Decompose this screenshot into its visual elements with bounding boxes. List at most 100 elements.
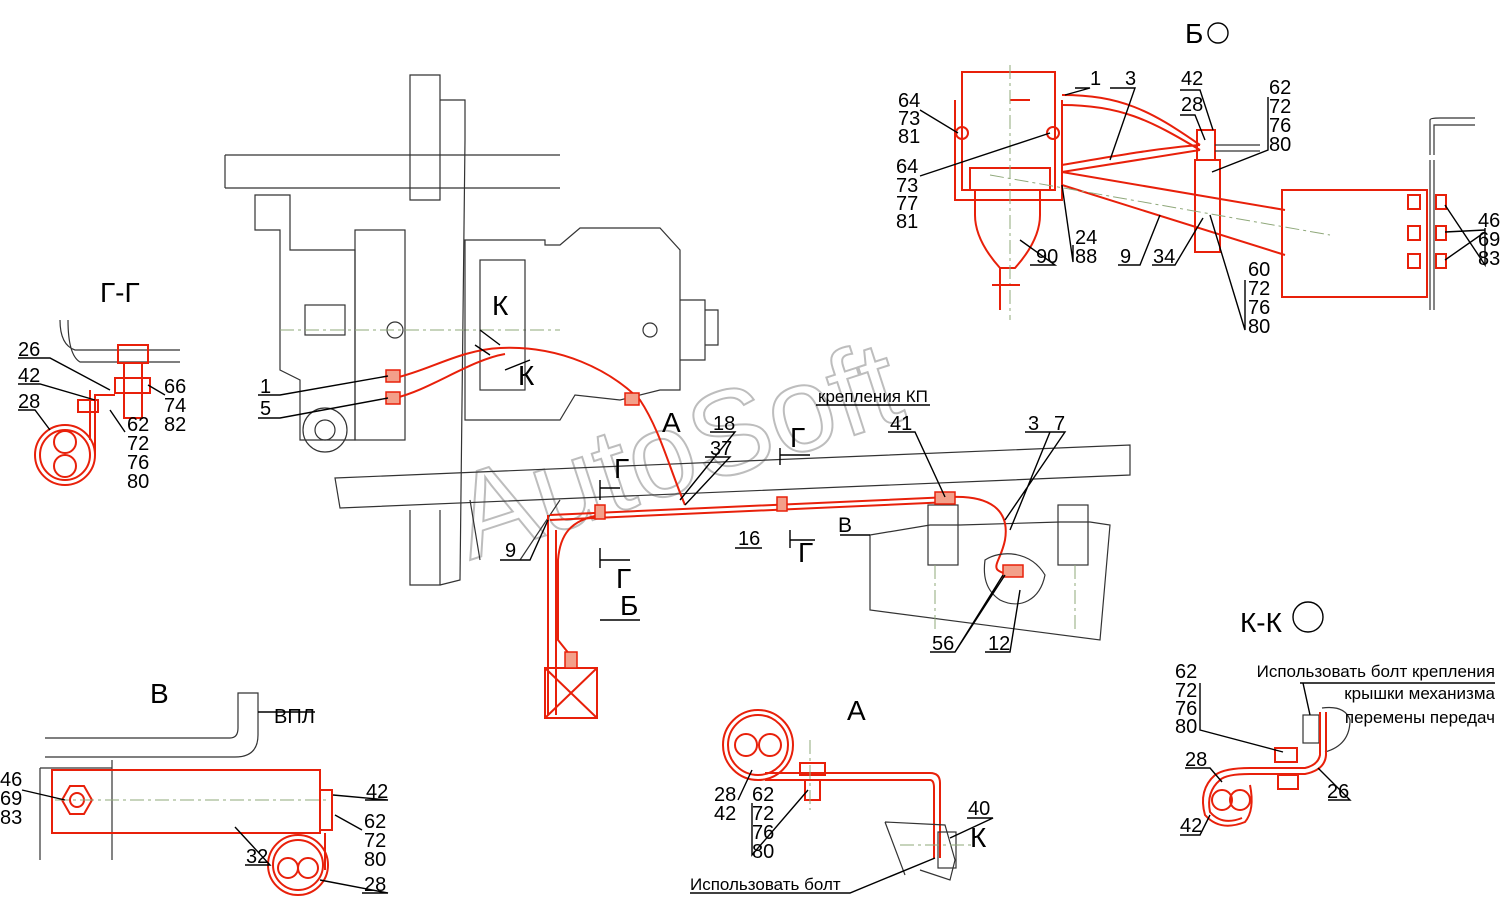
callout-stack-24-88: 24 88	[1075, 227, 1097, 268]
callout-number: 62	[1269, 77, 1291, 99]
callout-number: 66	[164, 376, 186, 398]
callout-stack-64-73-77-81: 64 73 77 81	[896, 156, 918, 233]
vehicle-frame	[224, 74, 1131, 586]
section-mark-g: Г	[790, 422, 805, 453]
callout-number: 62	[127, 414, 149, 436]
callout-number: 82	[164, 414, 186, 436]
callout-stack-62-72-76-80: 62 72 76 80	[752, 784, 774, 863]
label-vpl: ВПЛ	[274, 706, 315, 728]
callout-number: 76	[1248, 297, 1270, 319]
callout-number: 42	[714, 803, 736, 825]
callout-number: 88	[1075, 246, 1097, 268]
label-part-34: 34	[1153, 246, 1175, 268]
main-leaders	[258, 375, 1067, 653]
label-part-28: 28	[1185, 749, 1207, 771]
callout-number: 83	[0, 807, 22, 829]
view-kk-drawing	[1180, 601, 1495, 836]
rear-bracket	[869, 504, 1111, 641]
callout-stack-62-72-80: 62 72 80	[364, 811, 386, 871]
label-part-28: 28	[1181, 94, 1203, 116]
note-line: крышки механизма	[1344, 684, 1495, 703]
view-mark-b: Б	[620, 590, 638, 621]
label-part-5: 5	[260, 398, 271, 420]
view-mark-v: В	[838, 514, 852, 537]
section-mark-k: К	[970, 822, 987, 853]
callout-stack-64-73-81: 64 73 81	[898, 90, 920, 148]
callout-number: 69	[0, 788, 22, 810]
callout-number: 69	[1478, 229, 1500, 251]
callout-stack-60-72-76-80: 60 72 76 80	[1248, 259, 1270, 338]
section-mark-k: К	[518, 360, 535, 391]
section-mark-g: Г	[616, 563, 631, 594]
view-kk-title: К-К	[1240, 607, 1283, 638]
view-v-title: В	[150, 678, 169, 709]
callout-number: 76	[752, 822, 774, 844]
callout-number: 72	[364, 830, 386, 852]
callout-stack-46-69-83: 46 69 83	[0, 769, 22, 829]
view-mark-a: А	[662, 407, 681, 438]
callout-number: 80	[1175, 716, 1197, 738]
label-part-32: 32	[246, 846, 268, 868]
label-part-90: 90	[1036, 246, 1058, 268]
label-part-28: 28	[364, 874, 386, 896]
label-part-16: 16	[738, 528, 760, 550]
label-part-18: 18	[713, 413, 735, 435]
view-b-title: Б	[1185, 18, 1203, 49]
label-part-41: 41	[890, 413, 912, 435]
label-part-9: 9	[505, 540, 516, 562]
callout-number: 46	[1478, 210, 1500, 232]
callout-number: 72	[127, 433, 149, 455]
label-part-26: 26	[18, 339, 40, 361]
view-rotation-circle-icon	[1292, 601, 1324, 633]
callout-stack-28-42: 28 42	[714, 784, 736, 825]
callout-number: 72	[1269, 96, 1291, 118]
callout-stack-66-74-82: 66 74 82	[164, 376, 186, 436]
note-line: Использовать болт крепления	[1257, 662, 1495, 681]
label-part-42: 42	[1180, 815, 1202, 837]
label-part-42: 42	[18, 365, 40, 387]
view-b-drawing: Б	[954, 18, 1475, 320]
callout-number: 73	[898, 108, 920, 130]
label-part-9: 9	[1120, 246, 1131, 268]
label-part-3: 3	[1028, 413, 1039, 435]
callout-number: 80	[1269, 134, 1291, 156]
section-mark-g: Г	[798, 537, 813, 568]
callout-number: 76	[1175, 698, 1197, 720]
callout-number: 72	[1175, 680, 1197, 702]
callout-stack-62-72-76-80: 62 72 76 80	[1175, 661, 1197, 738]
callout-number: 80	[1248, 316, 1270, 338]
note-use-bolt: Использовать болт	[690, 875, 841, 894]
view-b-leaders	[919, 87, 1486, 331]
label-part-56: 56	[932, 633, 954, 655]
callout-number: 76	[127, 452, 149, 474]
view-a-drawing	[690, 709, 994, 894]
label-part-26: 26	[1327, 781, 1349, 803]
note-use-gearshift-cover-bolt: Использовать болт крепления крышки механ…	[1257, 662, 1496, 727]
label-part-1: 1	[260, 376, 271, 398]
callout-number: 28	[714, 784, 736, 806]
callout-number: 77	[896, 193, 918, 215]
view-gg-drawing	[18, 319, 180, 486]
callout-number: 76	[1269, 115, 1291, 137]
callout-stack-62-72-76-80: 62 72 76 80	[127, 414, 149, 493]
callout-number: 60	[1248, 259, 1270, 281]
label-part-40: 40	[968, 798, 990, 820]
label-mount-kp: крепления КП	[818, 387, 928, 406]
engine	[254, 194, 560, 453]
callout-number: 81	[898, 126, 920, 148]
callout-number: 83	[1478, 248, 1500, 270]
label-part-1: 1	[1090, 68, 1101, 90]
section-mark-k: К	[492, 290, 509, 321]
label-part-42: 42	[366, 781, 388, 803]
callout-number: 64	[898, 90, 920, 112]
callout-number: 72	[1248, 278, 1270, 300]
callout-number: 62	[752, 784, 774, 806]
callout-number: 80	[364, 849, 386, 871]
callout-number: 74	[164, 395, 186, 417]
callout-number: 73	[896, 175, 918, 197]
label-part-3: 3	[1125, 68, 1136, 90]
view-rotation-circle-icon	[1207, 22, 1229, 44]
label-part-12: 12	[988, 633, 1010, 655]
callout-number: 62	[364, 811, 386, 833]
note-line: перемены передач	[1345, 708, 1495, 727]
